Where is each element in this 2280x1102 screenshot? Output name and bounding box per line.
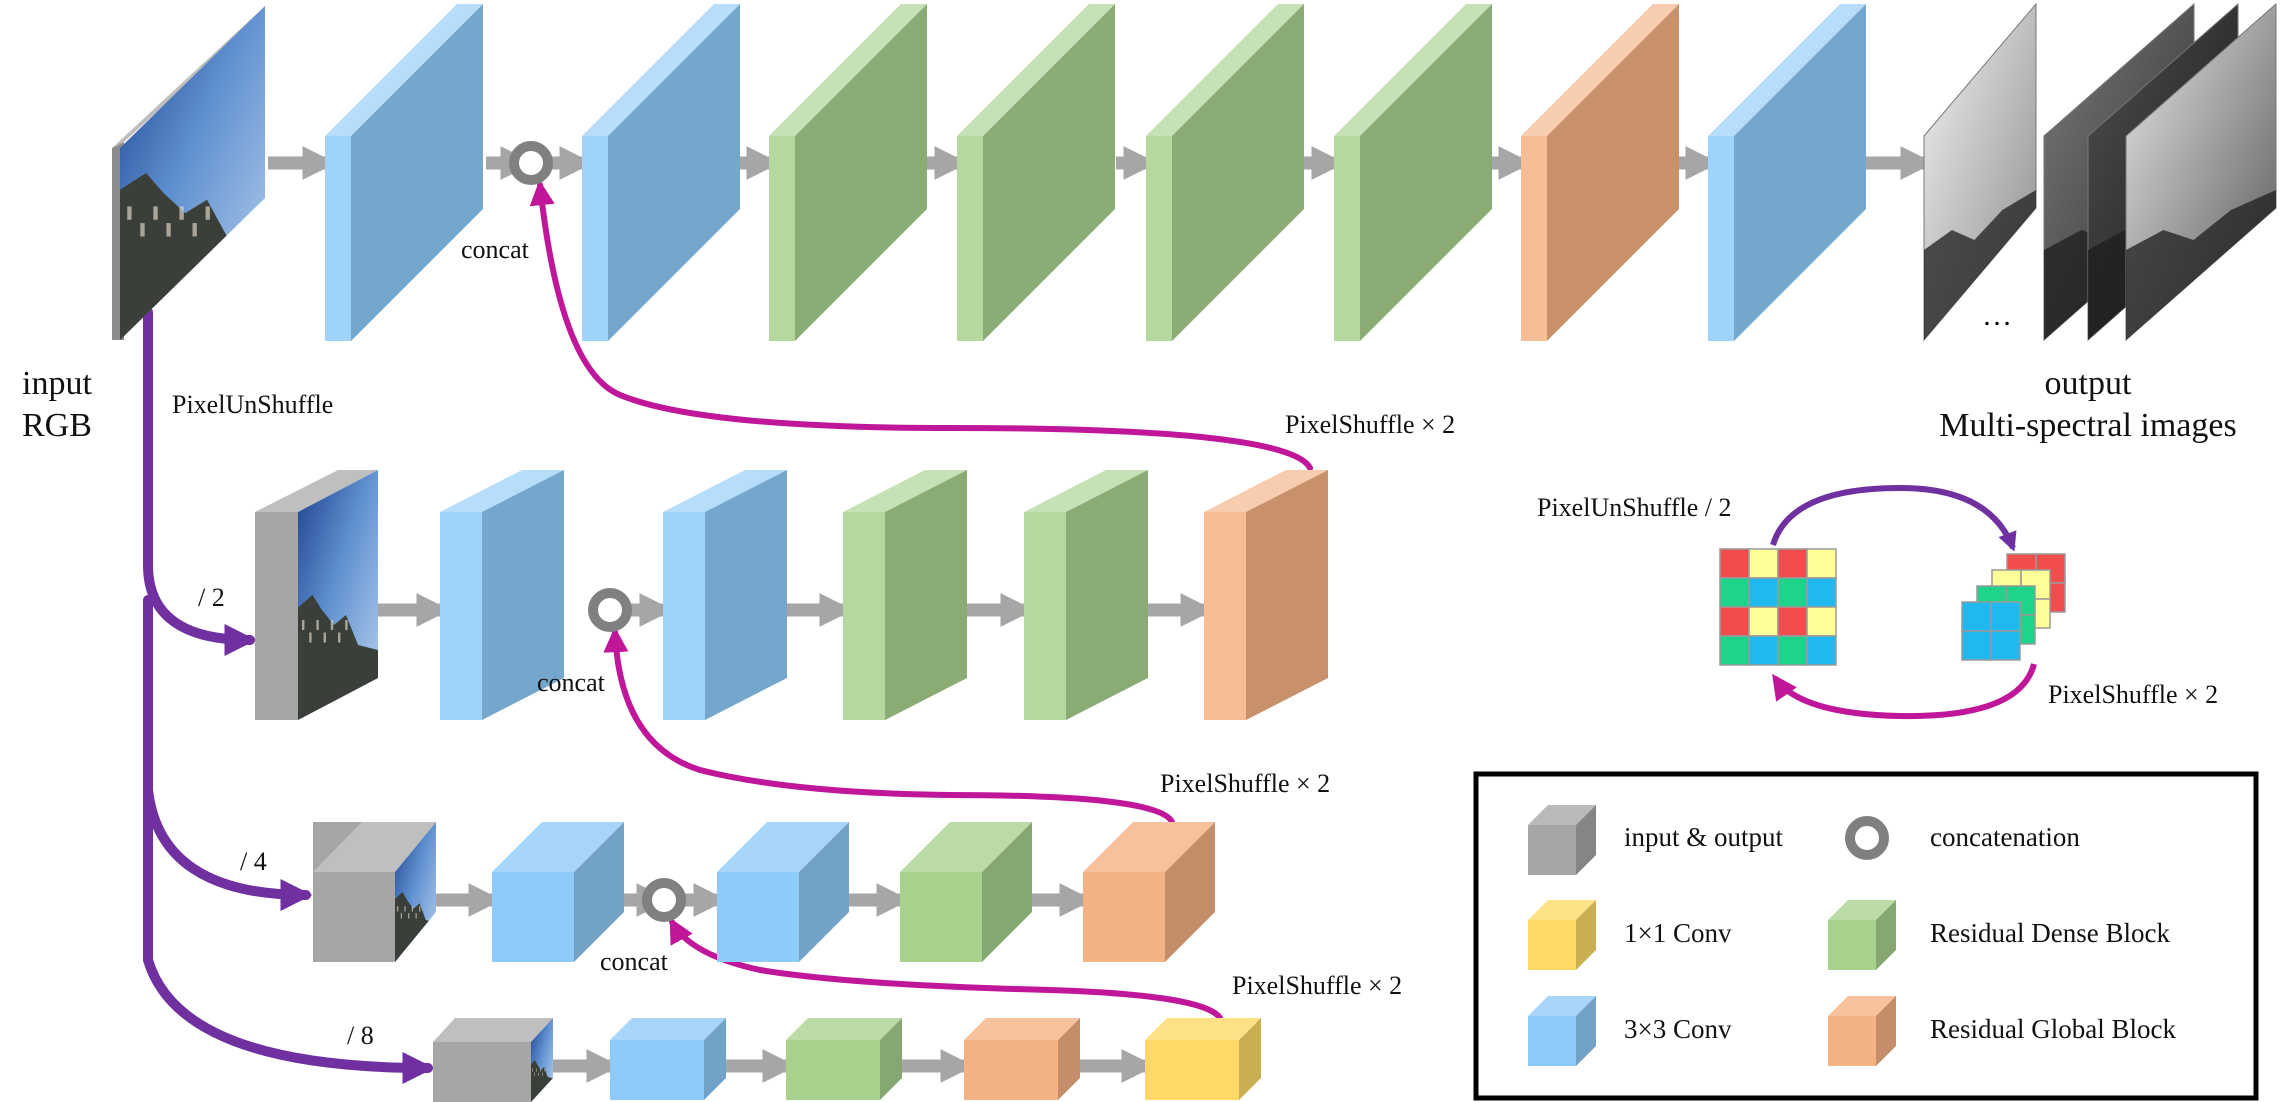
pixel-shuffle-label-3: PixelShuffle × 2 [1232,971,1402,1000]
row3-conv3x3-block-1 [492,822,624,962]
pixel-shuffle-skip-1 [529,179,1313,471]
pixel-unshuffle-branch-8 [143,785,435,1084]
row4-input-eighth-res [433,1018,553,1102]
legend-residual-dense-icon [1828,900,1896,970]
row4-conv3x3-block-1 [610,1018,726,1100]
pixel-shuffle-label-4: PixelShuffle × 2 [2048,680,2218,709]
div8-label: / 8 [347,1021,374,1050]
input-photo [120,6,265,340]
legend: input & output concatenation 1×1 Conv Re… [1473,771,2259,1101]
labels: input RGB output Multi-spectral images …… [22,235,2237,1050]
output-label: output [2045,365,2132,402]
concat-ring-icon-2 [588,588,632,632]
row4-rgb-block-1 [964,1018,1080,1100]
row3-rgb-block-1 [1083,822,1215,962]
top-rdb-block-4 [1334,4,1492,341]
row4-conv1x1-block-1 [1145,1018,1261,1100]
legend-residual-global: Residual Global Block [1930,1014,2176,1044]
legend-residual-dense: Residual Dense Block [1930,918,2170,948]
top-conv3x3-block-1 [325,4,483,341]
row3-conv3x3-block-2 [717,822,849,962]
output-sub-label: Multi-spectral images [1939,407,2236,444]
legend-icons [1528,805,1896,1066]
top-conv3x3-block-3 [1708,4,1866,341]
pixel-unshuffle-label: PixelUnShuffle [172,390,333,419]
row3-rdb-block-1 [900,822,1032,962]
legend-residual-global-icon [1828,996,1896,1066]
input-label: input [22,365,92,402]
concat-nodes [509,141,686,922]
legend-input-output: input & output [1624,822,1784,852]
concat-ring-icon-3 [642,878,686,922]
pixel-shuffle-skip-2 [603,626,1175,825]
pixel-unshuffle-div2-label: PixelUnShuffle / 2 [1537,493,1732,522]
input-rgb-image [112,6,265,340]
row2-rdb-block-1 [843,470,967,720]
connection-curves [143,179,1313,1084]
legend-input-output-icon [1528,805,1596,875]
row2-conv3x3-block-2 [663,470,787,720]
pixel-shuffle-label-1: PixelShuffle × 2 [1285,410,1455,439]
legend-frame [1473,771,2259,1101]
illustration-layer [1719,484,2066,720]
concat-ring-icon-1 [509,141,553,185]
top-rgb-block-1 [1521,4,1679,341]
top-rdb-block-1 [769,4,927,341]
concat-label-1: concat [461,235,530,264]
legend-conv3x3-icon [1528,996,1596,1066]
pixel-unshuffle-trunk [143,307,257,656]
legend-ring-icon [1845,816,1889,860]
rgb-label: RGB [22,407,92,444]
row2-rdb-block-2 [1024,470,1148,720]
top-rdb-block-3 [1146,4,1304,341]
output-multispectral-stack [1923,2,2277,342]
legend-concatenation: concatenation [1930,822,2080,852]
concat-label-2: concat [537,668,606,697]
legend-conv1x1: 1×1 Conv [1624,918,1732,948]
div4-label: / 4 [240,847,267,876]
network-blocks [112,2,2277,1102]
input-half-photo [298,470,378,720]
ellipsis-label: … [1982,299,2012,332]
legend-conv1x1-icon [1528,900,1596,970]
top-rdb-block-2 [957,4,1115,341]
legend-conv3x3: 3×3 Conv [1624,1014,1732,1044]
pixel-shuffle-label-2: PixelShuffle × 2 [1160,769,1330,798]
div2-label: / 2 [198,583,225,612]
top-conv3x3-block-2 [582,4,740,341]
input-half-res [255,470,378,720]
row2-rgb-block-1 [1204,470,1328,720]
row3-input-quarter-res [313,822,436,962]
concat-label-3: concat [600,947,669,976]
pixel-unshuffle-illustration [1719,484,2066,720]
row4-rdb-block-1 [786,1018,902,1100]
row2-conv3x3-block-1 [440,470,564,720]
